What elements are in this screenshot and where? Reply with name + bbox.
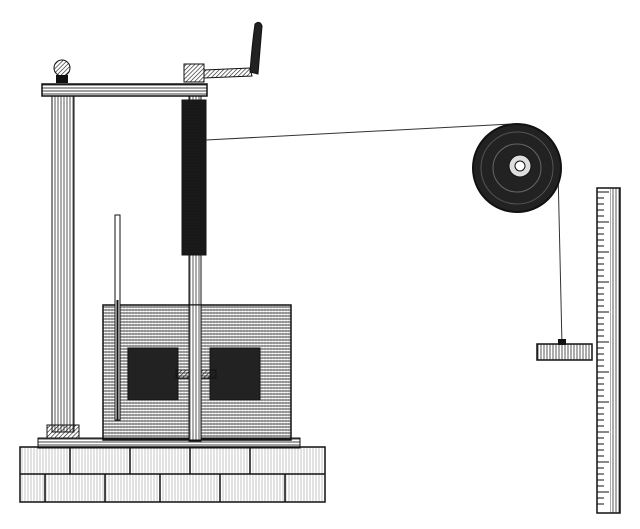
pulley xyxy=(472,123,562,213)
thermometer xyxy=(114,214,121,421)
left-column xyxy=(46,59,80,439)
paddle-wheel xyxy=(127,347,179,401)
winding-drum xyxy=(182,100,206,255)
crank-handle xyxy=(183,21,263,83)
weight xyxy=(536,339,593,361)
measuring-scale xyxy=(596,187,621,514)
water-vessel xyxy=(102,304,292,441)
string xyxy=(205,123,513,141)
crossbar xyxy=(41,83,208,97)
brick-base xyxy=(19,437,326,503)
